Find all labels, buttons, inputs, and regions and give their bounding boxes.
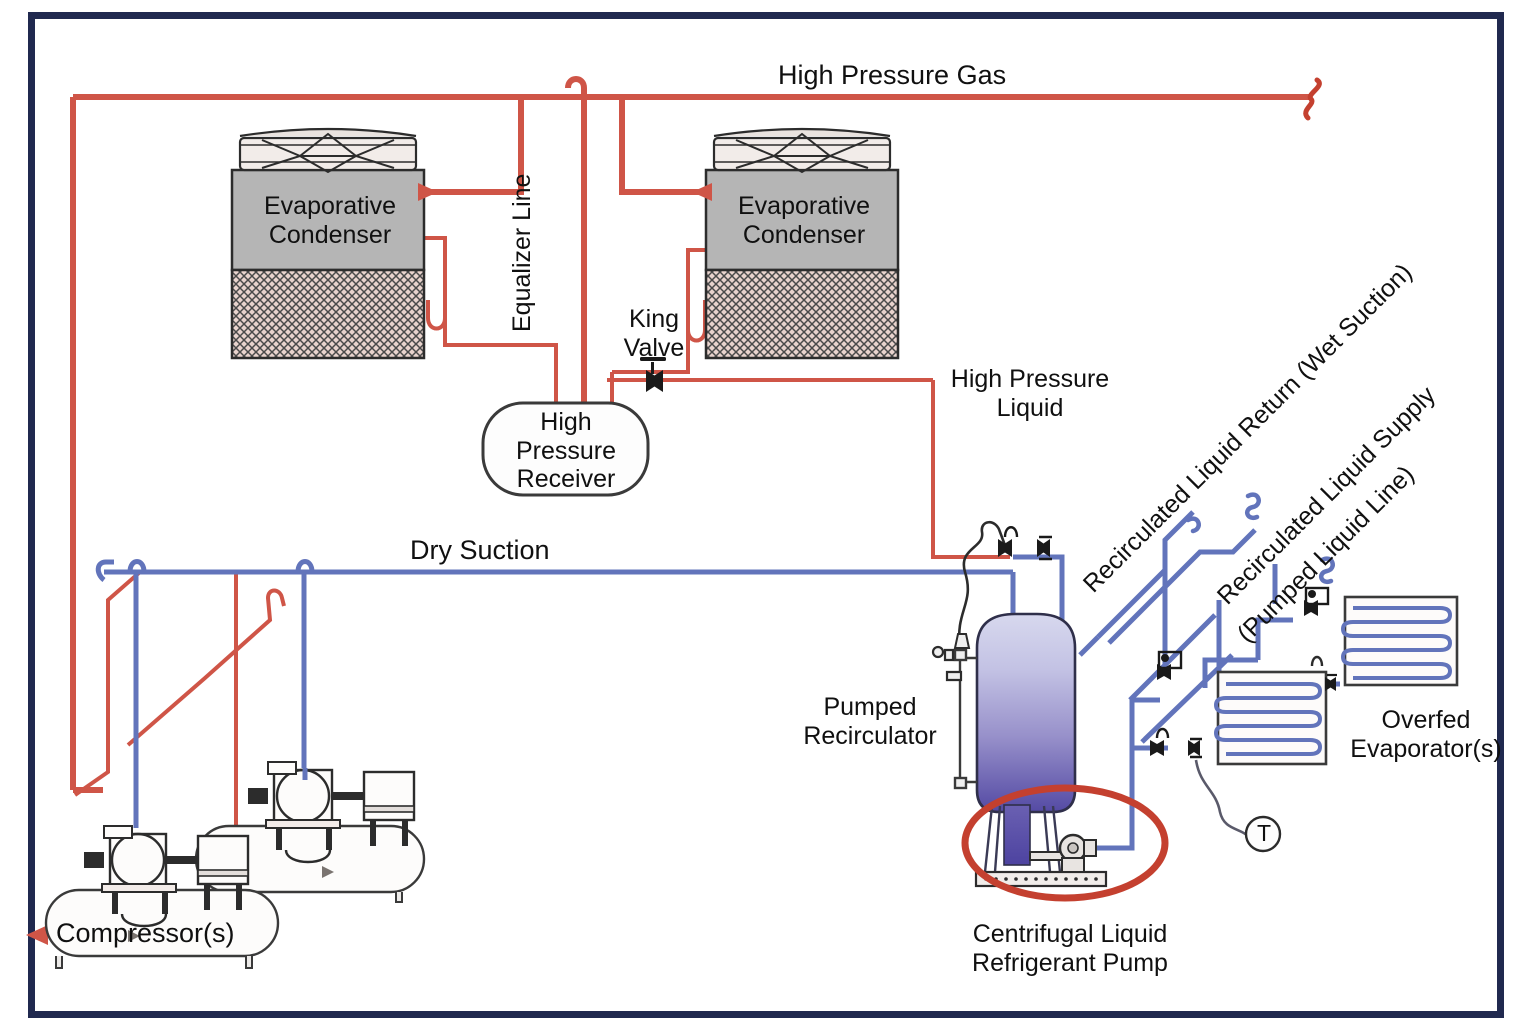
left-condenser-drain-trap [424,236,447,331]
wet-suction-break [1245,492,1261,521]
label-high-pressure-gas: High Pressure Gas [778,60,1007,90]
riser-hook-left [127,559,147,573]
label-king-valve: King Valve [623,305,685,362]
right-condenser-inlet-branch [619,97,706,195]
pumped-liquid-to-upper-evap [1255,617,1293,660]
centrifugal-liquid-refrigerant-pump [974,833,1108,888]
valve-group-recirculator-top[interactable] [998,526,1052,561]
left-condenser-drain-to-receiver [443,318,558,405]
supply-break [1319,556,1335,585]
recirculator-capillary [957,520,1008,649]
riser-hook-right [295,559,315,573]
arrow-left-condenser-inlet [418,183,438,201]
label-high-pressure-liquid: High Pressure Liquid [950,365,1110,422]
suction-break-symbols [1185,492,1335,585]
compressor-oil-line-left [73,570,142,797]
label-pumped-recirculator: Pumped Recirculator [803,693,937,750]
high-pressure-receiver [481,401,650,497]
pumped-liquid-jumper [1202,657,1258,688]
hp-gas-break-symbol [1303,77,1322,121]
label-centrifugal-pump: Centrifugal Liquid Refrigerant Pump [972,920,1168,977]
thermostat-bulb [1194,759,1282,853]
wet-suction-diagonal-lower-link [1078,635,1100,657]
valve-group-right[interactable] [1150,586,1337,759]
label-evaporative-condenser-left: Evaporative Condenser [263,192,397,249]
wet-suction-diagonal-second [1107,528,1257,645]
wet-suction-branch-evap1 [1128,613,1217,702]
king-valve[interactable] [640,357,666,392]
label-dry-suction: Dry Suction [410,535,550,565]
label-equalizer-line: Equalizer Line [508,173,536,332]
evaporative-condenser-left [230,127,426,360]
overfed-evaporator-lower [1213,670,1328,766]
overfed-evaporator-upper [1340,595,1459,687]
label-thermostat-bulb: T [1256,820,1272,846]
flow-arrowheads [26,183,712,945]
right-condenser-drain-run [612,330,690,374]
label-compressors: Compressor(s) [56,918,235,948]
hp-liquid-drop-to-recirculator [931,380,1010,559]
arrow-right-condenser-inlet [692,183,712,201]
evaporative-condenser-right [704,127,900,360]
label-high-pressure-receiver: High Pressure Receiver [515,408,617,493]
pump-highlight-ellipse [961,784,1169,902]
dry-suction-end-hook [95,559,114,582]
high-pressure-piping [70,76,1311,884]
line-break-symbols [1303,77,1322,121]
pumped-recirculator [931,520,1077,873]
pumped-liquid-branch [1129,697,1160,748]
wet-suction-break-2 [1185,516,1201,534]
label-overfed-evaporators: Overfed Evaporator(s) [1350,706,1502,763]
arrow-compressor-suction [26,925,48,945]
compressors [44,761,426,969]
compressor-discharge-diagonal [126,588,286,747]
equalizer-line-pipe [565,76,587,405]
left-condenser-inlet-branch [424,97,524,195]
label-evaporative-condenser-right: Evaporative Condenser [737,192,871,249]
